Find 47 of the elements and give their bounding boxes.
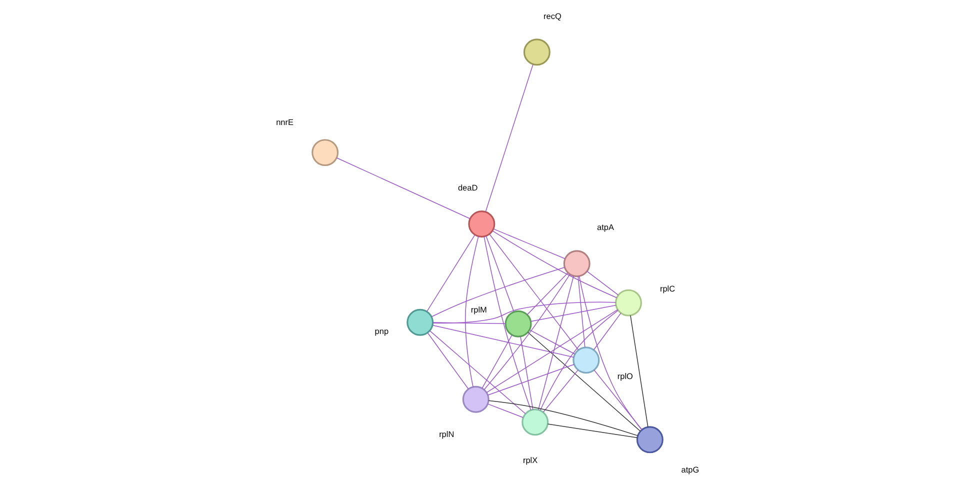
node-circle <box>468 210 496 237</box>
connector <box>431 266 565 317</box>
connector <box>489 233 579 350</box>
connector <box>336 157 470 218</box>
connector <box>586 270 619 295</box>
connector <box>427 332 469 389</box>
connector <box>426 234 476 312</box>
connector <box>432 324 574 358</box>
connector <box>528 331 641 432</box>
connector <box>482 334 512 388</box>
connector <box>485 64 534 212</box>
connector <box>493 228 566 258</box>
connector <box>487 364 575 395</box>
connector <box>486 235 514 312</box>
node-circle <box>572 346 600 374</box>
connector <box>465 236 479 387</box>
connector <box>538 275 574 410</box>
connector <box>529 328 576 354</box>
connector <box>432 322 506 324</box>
node-circle <box>312 138 339 166</box>
connector <box>488 400 638 436</box>
connector <box>594 369 642 430</box>
node-circle <box>636 426 664 453</box>
connector <box>578 276 586 348</box>
node-circle <box>615 288 642 316</box>
connector <box>520 336 534 410</box>
connector <box>540 310 618 410</box>
connector <box>547 423 638 438</box>
connector <box>492 230 618 298</box>
node-circle <box>504 310 532 337</box>
connector <box>530 304 616 322</box>
connector <box>484 273 570 390</box>
node-circle <box>522 408 549 436</box>
connector <box>429 330 526 414</box>
connector <box>578 275 642 430</box>
connector <box>593 312 622 350</box>
connector <box>630 314 648 427</box>
node-circle <box>563 250 590 277</box>
connector <box>487 403 524 418</box>
connector <box>526 272 568 315</box>
node-circle <box>462 385 490 412</box>
connector <box>542 369 578 412</box>
node-circle <box>406 308 434 336</box>
connector <box>484 236 532 410</box>
node-circle <box>523 38 550 66</box>
connector <box>432 301 616 323</box>
connector <box>486 308 618 392</box>
